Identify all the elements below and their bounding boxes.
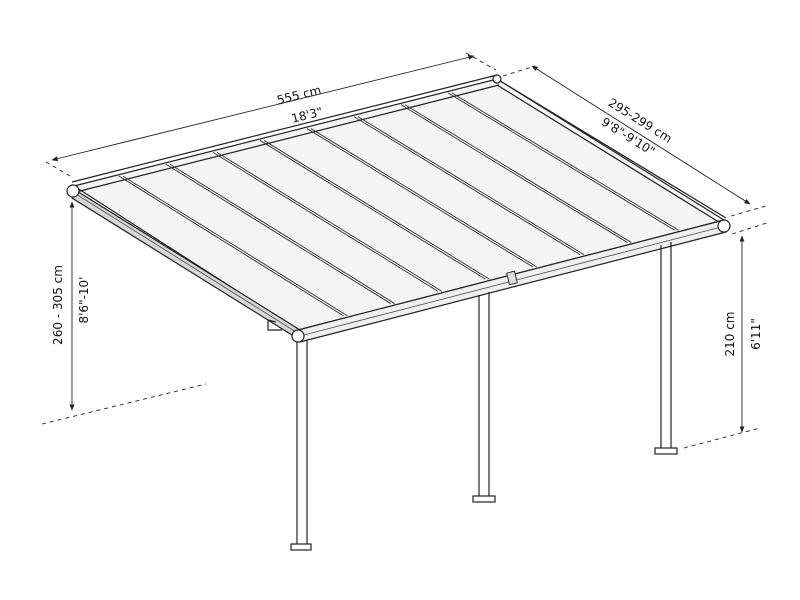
post-left [290, 340, 312, 551]
roof-panel-divider [122, 175, 348, 317]
post-height-dimension: 210 cm 6'11" [683, 221, 771, 449]
wall-height-dimension: 260 - 305 cm 8'6"-10' [41, 201, 207, 425]
wall-height-cm-label: 260 - 305 cm [51, 265, 65, 345]
posts [290, 242, 678, 551]
roof-panel-divider [259, 140, 486, 280]
width-cm-label: 555 cm [275, 83, 322, 107]
end-cap-front-right [717, 219, 731, 233]
wall-height-in-label: 8'6"-10' [77, 277, 91, 324]
beam-joint [506, 270, 518, 286]
post-height-cm-label: 210 cm [723, 311, 737, 356]
wall-bracket [267, 319, 282, 331]
end-cap-back-right [492, 74, 502, 84]
roof-panel-divider [169, 163, 395, 304]
roof-panel-divider [216, 151, 443, 292]
roof-panel-divider [212, 151, 439, 292]
post-right [654, 242, 678, 455]
end-cap-back-left [66, 184, 80, 198]
post-height-in-label: 6'11" [749, 318, 763, 350]
end-cap-front-left [291, 329, 305, 343]
roof-panel-divider [165, 163, 391, 304]
roof-panel-divider [263, 140, 490, 280]
post-middle [472, 292, 496, 503]
roof-panel-divider [118, 175, 344, 317]
